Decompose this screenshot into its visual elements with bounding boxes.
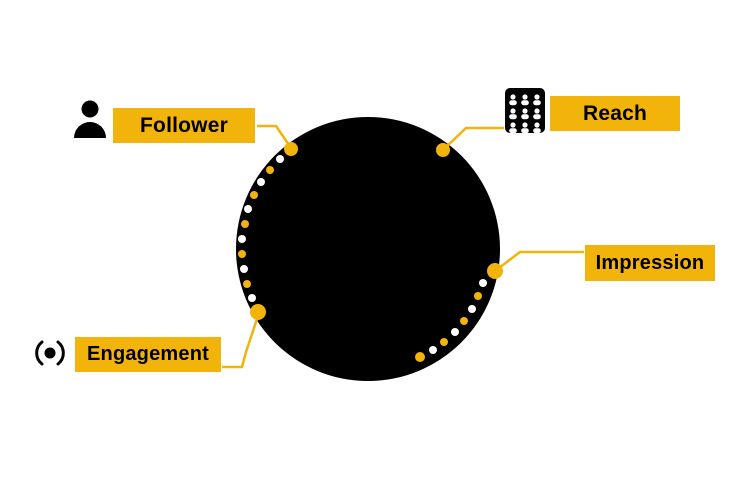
path-dot <box>248 294 256 302</box>
path-dot <box>276 155 284 163</box>
path-dot <box>474 292 482 300</box>
broadcast-icon <box>35 340 65 366</box>
path-dot <box>238 235 246 243</box>
path-dot <box>240 265 248 273</box>
person-icon <box>74 100 106 138</box>
path-dot <box>243 280 251 288</box>
path-dot <box>415 352 425 362</box>
impression-anchor-dot <box>487 263 503 279</box>
connector-lines <box>222 124 584 369</box>
reach-label: Reach <box>550 96 680 131</box>
path-dot <box>460 317 468 325</box>
path-dot <box>238 250 246 258</box>
impression-connector-line <box>494 250 584 272</box>
engagement-label: Engagement <box>75 337 221 372</box>
engagement-anchor-dot <box>250 304 266 320</box>
audience-crowd-icon <box>505 88 545 134</box>
path-dot <box>250 191 258 199</box>
impression-dotted-arc <box>415 279 487 362</box>
reach-connector-line <box>442 126 504 151</box>
reach-anchor-dot <box>436 143 450 157</box>
path-dot <box>257 178 265 186</box>
path-dot <box>468 305 476 313</box>
engagement-connector-line <box>222 315 260 369</box>
follower-label: Follower <box>113 108 255 143</box>
impression-label: Impression <box>585 245 715 281</box>
follower-anchor-dot <box>284 142 298 156</box>
follower-connector-line <box>257 124 293 149</box>
path-dot <box>244 205 252 213</box>
path-dot <box>440 338 448 346</box>
path-dot <box>451 328 459 336</box>
path-dot <box>266 166 274 174</box>
follower-engagement-dotted-arc <box>238 155 284 302</box>
central-disc <box>236 117 500 381</box>
path-dot <box>479 279 487 287</box>
path-dot <box>429 346 437 354</box>
path-dot <box>241 220 249 228</box>
